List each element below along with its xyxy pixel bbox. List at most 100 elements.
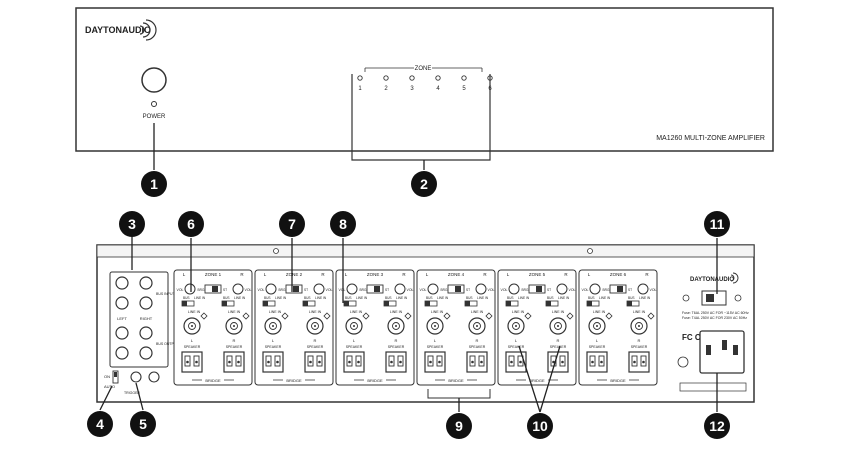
volume-right-knob[interactable] [556,283,568,295]
volume-left-knob[interactable] [184,283,196,295]
callout-number: 8 [339,216,347,232]
volume-right-knob[interactable] [394,283,406,295]
power-section: DAYTONAUDIO Fuse: T6AL 250V AC FOR ~115V… [677,272,749,392]
bridge-label: BRIDGE [610,378,626,383]
callout-4: 4 [87,411,113,437]
line-in-label: LINE IN [309,310,322,314]
callout-number: 3 [128,216,136,232]
bus-input-left-jack-2[interactable] [115,296,129,310]
vol-label: VOL [176,288,183,292]
callout-5: 5 [130,411,156,437]
bus-label: BUS [264,296,271,300]
zone-channel-l-label: L [507,272,510,277]
volume-left-knob[interactable] [265,283,277,295]
line-in-label: LINE IN [350,310,363,314]
zone-channel-r-label: R [564,272,568,277]
bus-output-left-jack[interactable] [115,326,129,340]
line-in-label: LINE IN [390,310,403,314]
zone-led [383,75,389,81]
speaker-left-channel-label: L [596,338,599,343]
line-in-label: LINE IN [188,310,201,314]
bus-input-left-jack[interactable] [115,276,129,290]
bus-label: BUS [507,296,514,300]
power-button[interactable] [141,67,167,93]
speaker-label: SPEAKER [631,345,648,349]
voltage-line-1: Fuse: T6AL 250V AC FOR ~115V AC 60Hz [682,311,749,315]
line-in-label: LINE IN [633,310,646,314]
zone-channel-r-label: R [321,272,325,277]
line-in-label: LINE IN [518,296,530,300]
callout-circle [704,413,730,439]
zone-title: ZONE 4 [448,272,465,277]
volume-left-knob[interactable] [508,283,520,295]
volume-left-knob[interactable] [427,283,439,295]
zone-bracket [351,74,491,161]
ac-inlet[interactable] [699,330,745,374]
speaker-label: SPEAKER [226,345,243,349]
line-in-label: LINE IN [477,296,489,300]
power-label: POWER [143,114,166,120]
bus-label: BUS [304,296,311,300]
trigger-out-jack[interactable] [148,371,160,383]
voltage-line-2: Fuse: T4AL 250V AC FOR 230V AC 50Hz [682,316,747,320]
volume-right-knob[interactable] [475,283,487,295]
callout-circle [279,211,305,237]
line-in-label: LINE IN [471,310,484,314]
brg-label: BRG [522,288,529,292]
bus-output-right-jack-2[interactable] [139,346,153,360]
volume-right-knob[interactable] [232,283,244,295]
bus-label: BUS [547,296,554,300]
bus-output-label: BUS OUTPUT [156,342,179,346]
bus-output-right-jack[interactable] [139,326,153,340]
callout-number: 9 [455,418,463,434]
speaker-label: SPEAKER [265,345,282,349]
callout-9: 9 [446,413,472,439]
zone-led [461,75,467,81]
rear-brand: DAYTONAUDIO [690,277,734,283]
callout-circle [411,171,437,197]
callout-circle [141,171,167,197]
vol-label: VOL [325,288,332,292]
line-in-label: LINE IN [194,296,206,300]
zone-channel-l-label: L [264,272,267,277]
trigger-label: TRIGGER [124,391,140,395]
bus-input-right-jack[interactable] [139,276,153,290]
bus-input-right-jack-2[interactable] [139,296,153,310]
callout-circle [330,211,356,237]
volume-right-knob[interactable] [637,283,649,295]
vol-label: VOL [581,288,588,292]
zone-number-label: 4 [436,86,440,92]
ul-mark-icon [677,356,689,368]
speaker-right-channel-label: R [476,338,479,343]
speaker-label: SPEAKER [346,345,363,349]
callout-8: 8 [330,211,356,237]
brg-label: BRG [279,288,286,292]
rear-logo-icon [730,272,739,284]
volume-left-knob[interactable] [589,283,601,295]
volume-left-knob[interactable] [346,283,358,295]
callout-number: 2 [420,176,428,192]
line-in-label: LINE IN [599,296,611,300]
callout-circle [527,413,553,439]
bus-output-left-jack-2[interactable] [115,346,129,360]
speaker-right-channel-label: R [233,338,236,343]
right-label: RIGHT [140,316,153,321]
volume-right-knob[interactable] [313,283,325,295]
st-label: ST [223,288,227,292]
callout-circle [130,411,156,437]
callout-12: 12 [704,413,730,439]
rating-label [679,382,747,392]
zone-channel-l-label: L [345,272,348,277]
line-in-label: LINE IN [558,296,570,300]
trigger-in-jack[interactable] [130,371,142,383]
line-in-label: LINE IN [269,310,282,314]
zone-channel-r-label: R [645,272,649,277]
brg-label: BRG [198,288,205,292]
